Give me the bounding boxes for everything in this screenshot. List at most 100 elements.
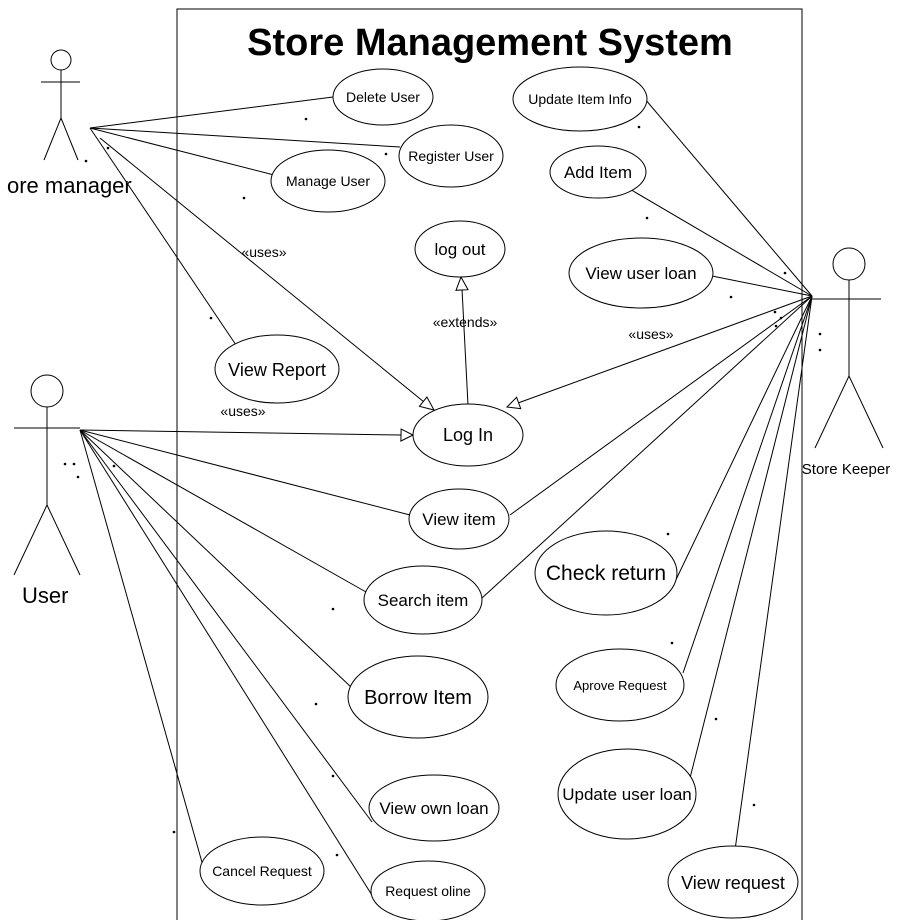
use-case-label: View request <box>681 873 785 893</box>
ellipse <box>557 748 697 840</box>
assoc-keeper-check-return <box>671 295 813 589</box>
use-case-label: Add Item <box>564 163 632 182</box>
use-case-label: Register User <box>408 148 494 164</box>
ellipse <box>270 149 386 213</box>
extends-arrow-login-logout <box>461 288 469 406</box>
assoc-user-search-item <box>79 429 367 593</box>
ellipse <box>214 334 340 404</box>
actor-user <box>13 374 81 576</box>
use-case-update-user-loan[interactable]: Update user loan <box>557 748 697 840</box>
use-case-view-request[interactable]: View request <box>667 845 799 919</box>
assoc-manager-view-report <box>89 127 237 346</box>
assoc-keeper-update-user-loan <box>689 295 813 779</box>
use-case-label: Cancel Request <box>212 863 312 879</box>
arrow-head <box>505 396 522 410</box>
ellipse <box>370 860 486 920</box>
use-case-log-in[interactable]: Log In <box>412 403 524 467</box>
actor-leg <box>43 117 62 161</box>
stray-dots <box>63 117 822 857</box>
actor-head <box>30 374 64 408</box>
ellipse <box>398 124 504 188</box>
use-case-request-oline[interactable]: Request oline <box>370 860 486 920</box>
ellipse <box>199 836 325 906</box>
actor-leg <box>60 117 79 161</box>
ellipse <box>368 774 500 842</box>
associations <box>79 96 813 901</box>
use-case-label: Borrow Item <box>364 687 472 709</box>
uses-arrow-user-login <box>79 429 402 436</box>
ellipse <box>347 655 489 739</box>
actor-head <box>50 49 72 71</box>
arrow-head <box>418 396 435 411</box>
use-case-register-user[interactable]: Register User <box>398 124 504 188</box>
ellipse <box>667 845 799 919</box>
assoc-user-cancel-request <box>79 429 208 881</box>
arrow-head <box>400 428 415 442</box>
uses-arrow-keeper-login <box>517 295 813 404</box>
use-case-check-return[interactable]: Check return <box>534 530 678 616</box>
stereotype-uses-manager: «uses» <box>241 244 286 260</box>
ellipse <box>332 68 434 126</box>
ellipse <box>555 648 685 722</box>
use-case-label: View item <box>422 510 495 529</box>
assoc-user-view-own-loan <box>79 429 373 823</box>
ellipse <box>363 565 483 635</box>
dependency-arrows <box>79 137 813 442</box>
use-case-aprove-request[interactable]: Aprove Request <box>555 648 685 722</box>
ellipse <box>568 237 714 309</box>
use-case-label: View Report <box>228 360 326 380</box>
use-case-view-item[interactable]: View item <box>408 488 510 550</box>
actor-leg <box>46 504 81 576</box>
use-case-cancel-request[interactable]: Cancel Request <box>199 836 325 906</box>
assoc-keeper-add-item <box>627 187 813 297</box>
assoc-keeper-search-item <box>481 295 813 599</box>
use-case-label: Log In <box>443 425 493 445</box>
use-case-label: Search item <box>378 591 469 610</box>
use-case-label: Update user loan <box>562 785 691 804</box>
actor-store-manager <box>41 49 80 161</box>
use-case-label: Aprove Request <box>573 678 667 693</box>
use-case-label: View own loan <box>379 799 488 818</box>
use-case-update-item-info[interactable]: Update Item Info <box>512 66 648 132</box>
assoc-keeper-update-item-info <box>644 98 813 297</box>
assoc-keeper-aprove-request <box>682 295 813 674</box>
use-case-borrow-item[interactable]: Borrow Item <box>347 655 489 739</box>
use-case-search-item[interactable]: Search item <box>363 565 483 635</box>
ellipse <box>549 145 647 199</box>
assoc-manager-register-user <box>89 127 401 148</box>
actor-leg <box>814 375 850 449</box>
stereotype-extends: «extends» <box>433 314 498 330</box>
stereotype-uses-keeper: «uses» <box>628 326 673 342</box>
system-boundary <box>176 8 803 920</box>
use-case-label: log out <box>434 240 485 259</box>
use-case-add-item[interactable]: Add Item <box>549 145 647 199</box>
use-case-view-report[interactable]: View Report <box>214 334 340 404</box>
use-case-label: Request oline <box>385 883 471 899</box>
assoc-keeper-view-request <box>734 295 813 851</box>
use-case-manage-user[interactable]: Manage User <box>270 149 386 213</box>
diagram-title: Store Management System <box>247 22 733 64</box>
actor-label-store-manager: ore manager <box>7 173 132 198</box>
assoc-keeper-view-item <box>509 295 813 516</box>
use-case-delete-user[interactable]: Delete User <box>332 68 434 126</box>
assoc-manager-manage-user <box>89 127 275 176</box>
ellipse <box>408 488 510 550</box>
actor-leg <box>13 504 48 576</box>
actor-label-user: User <box>22 583 68 608</box>
use-case-label: Manage User <box>286 173 370 189</box>
use-case-log-out[interactable]: log out <box>414 220 506 278</box>
use-case-view-user-loan[interactable]: View user loan <box>568 237 714 309</box>
assoc-user-view-item <box>79 429 411 516</box>
uses-arrow-manager-login <box>99 137 425 403</box>
ellipse <box>534 530 678 616</box>
use-case-label: Delete User <box>346 89 420 105</box>
use-case-view-own-loan[interactable]: View own loan <box>368 774 500 842</box>
assoc-user-request-oline <box>79 429 376 901</box>
use-case-label: View user loan <box>585 264 696 283</box>
actor-leg <box>848 375 884 449</box>
assoc-keeper-view-user-loan <box>711 275 813 297</box>
ellipse <box>414 220 506 278</box>
ellipse <box>412 403 524 467</box>
ellipse <box>512 66 648 132</box>
